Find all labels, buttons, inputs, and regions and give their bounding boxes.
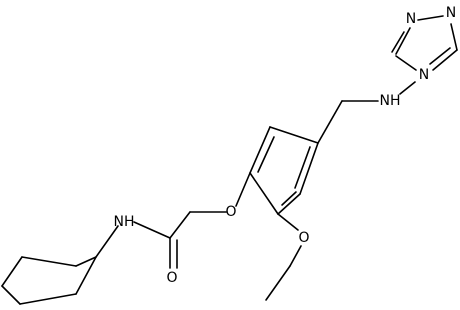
atom-triazole-n2: N [446, 5, 456, 21]
bond-c5-c6 [299, 142, 319, 195]
atom-triazole-n4: N [419, 67, 429, 83]
bond-n1-c5-double [391, 31, 405, 53]
cyclohexane-ring [1, 256, 97, 305]
bond-n4-c5 [395, 55, 417, 71]
bond-n1-c5 [395, 27, 411, 55]
atom-ethoxy-oxygen: O [298, 230, 309, 246]
bond-c4-c5 [277, 193, 301, 215]
bond-cy1 [75, 256, 97, 295]
bond-c3-n4-double [429, 47, 451, 65]
atom-amide-nh: NH [114, 214, 135, 230]
triazole-ring [391, 15, 458, 71]
bond-cy6 [75, 256, 97, 267]
bond-c3-n4 [432, 49, 458, 71]
bond-cy4 [1, 256, 23, 287]
bond-n4-nh [399, 81, 416, 95]
bond-nh-cyclohexyl [95, 225, 119, 258]
bond-c2-c3 [249, 126, 271, 174]
bond-n2-c3 [450, 23, 458, 51]
benzene-ring [249, 126, 319, 215]
bond-ring-o2 [277, 213, 299, 231]
bond-ring-o1 [235, 172, 251, 207]
bond-ch2-ring [317, 100, 343, 144]
bond-c1-c2 [269, 126, 319, 144]
bond-cy3 [1, 285, 21, 305]
bond-c4-c5-inner [281, 191, 297, 206]
bond-co-nh [133, 221, 171, 239]
bond-cy2 [19, 293, 77, 305]
atom-carbonyl-oxygen: O [166, 270, 177, 286]
bond-c2-c3-inner [257, 136, 275, 173]
atom-amine-nh: NH [380, 93, 401, 109]
atom-triazole-n1: N [406, 11, 416, 27]
bond-cy5 [21, 256, 77, 267]
bond-n1-n2 [417, 15, 444, 21]
bond-ch2-co [169, 211, 191, 239]
bond-c3-c4 [249, 172, 279, 215]
bond-ch2-ch3 [265, 265, 291, 301]
bond-c1-c6-inner [294, 146, 311, 189]
atom-ether-oxygen: O [225, 204, 236, 220]
bond-o2-ch2 [289, 245, 302, 267]
